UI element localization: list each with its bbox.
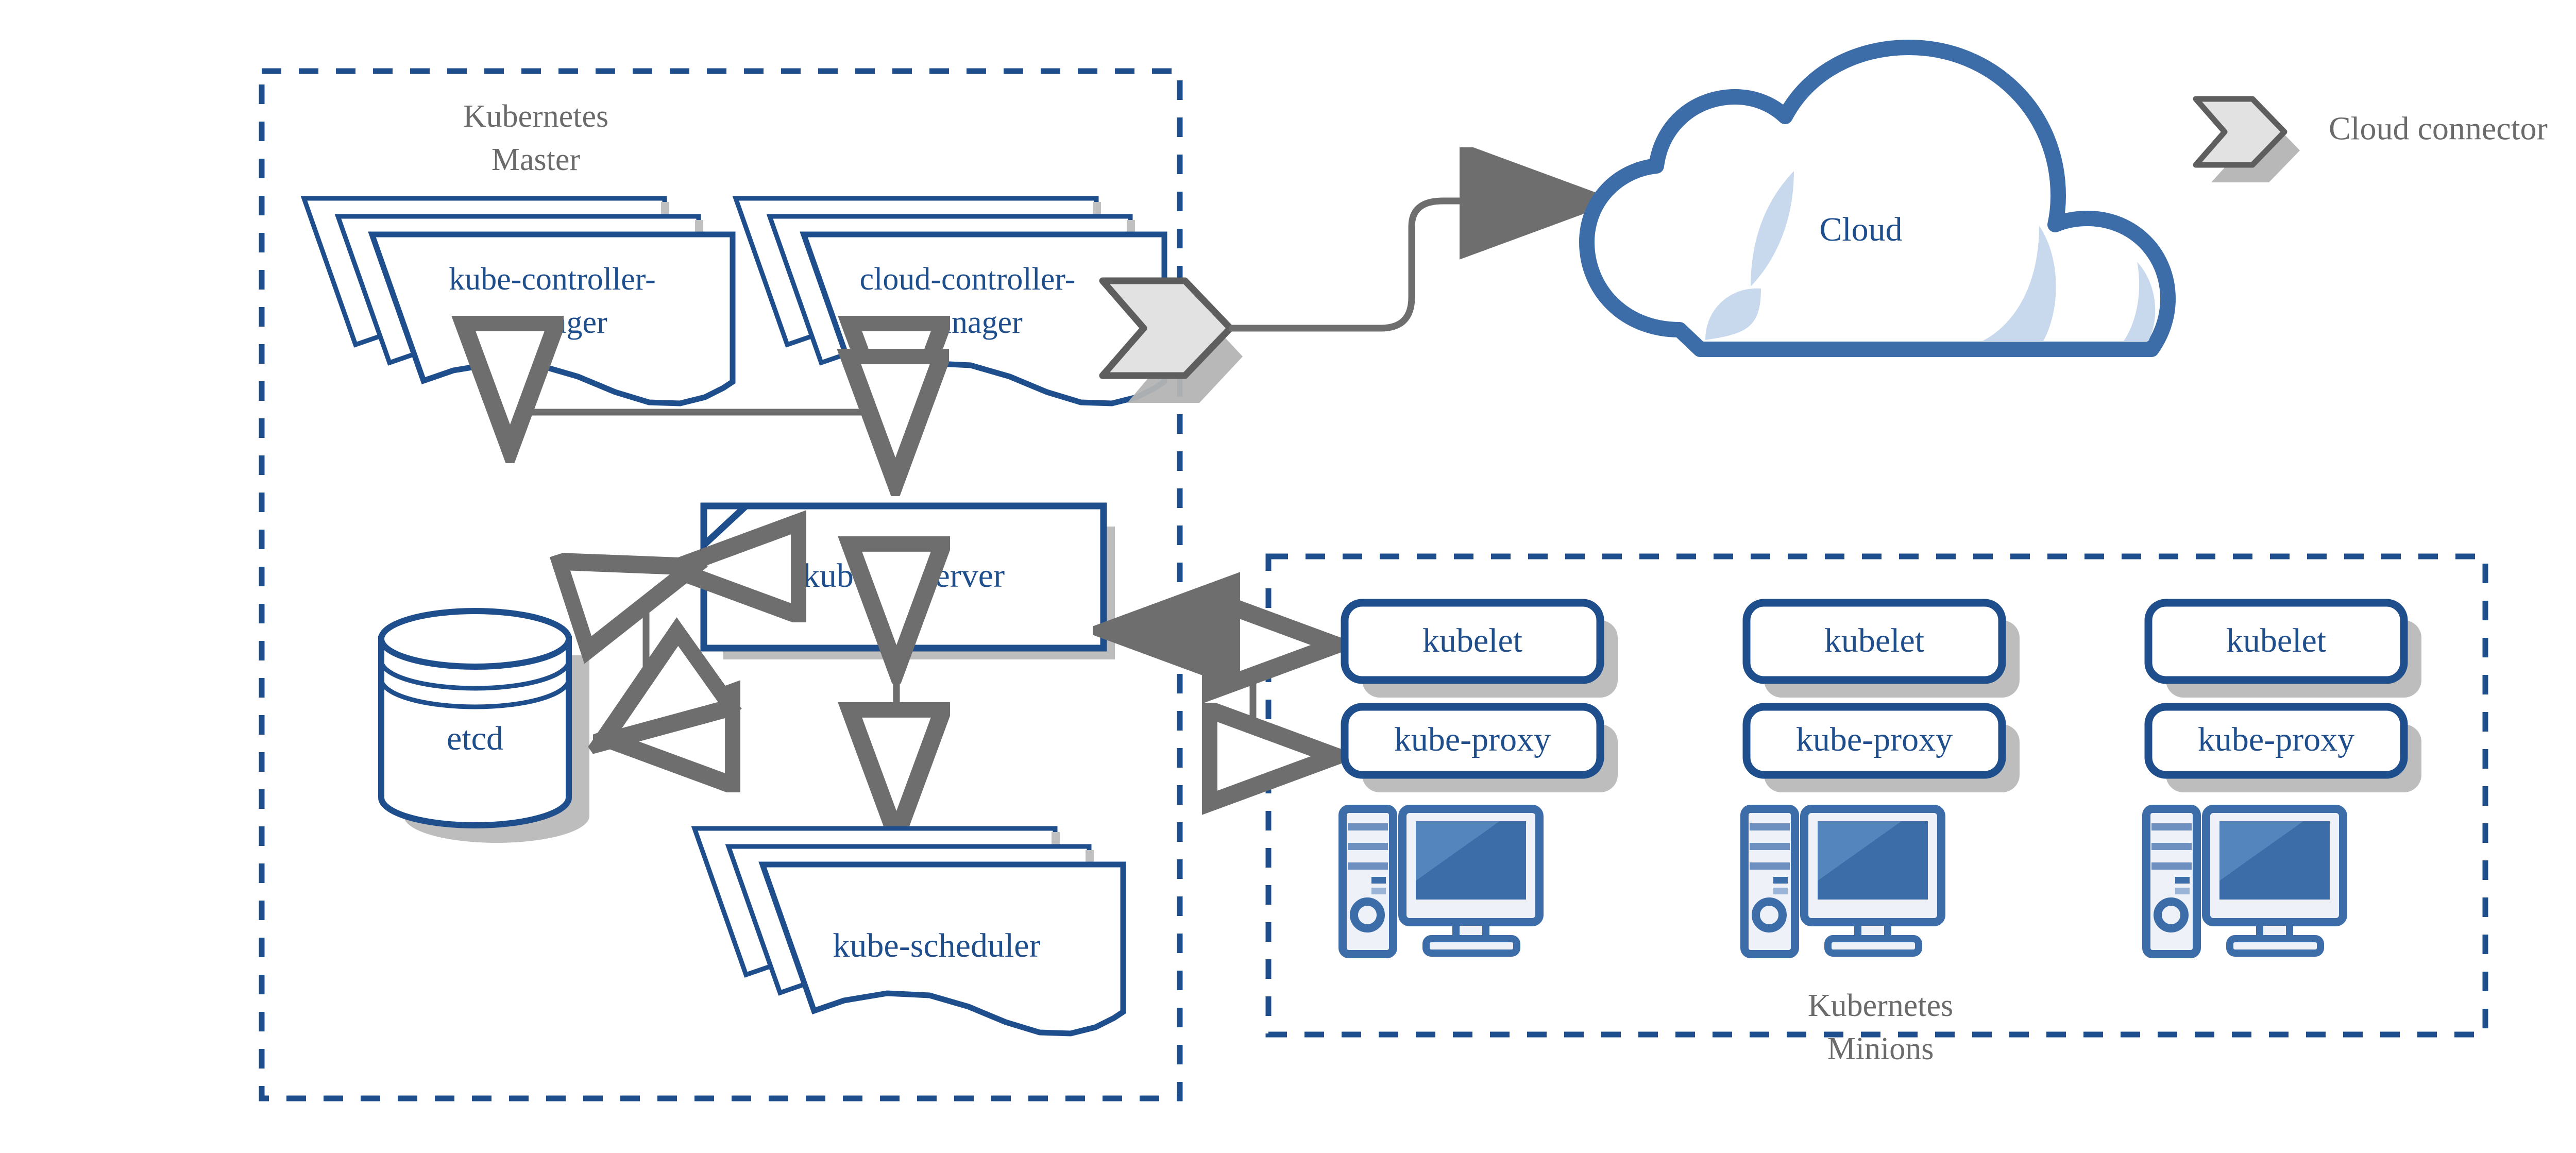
tower-stripe-2 (1750, 843, 1790, 850)
cloud-connector-icon (1099, 277, 1243, 403)
computer-icon (2142, 805, 2347, 958)
arrow-line-cm-bus (506, 409, 900, 462)
kubelet-box[interactable] (1742, 599, 2006, 684)
arrow-to-etcd (607, 711, 646, 739)
minions-title-line1: Kubernetes (1808, 988, 1953, 1023)
etcd-ring-1 (379, 660, 571, 691)
node-cloud[interactable]: Cloud (1579, 40, 2176, 357)
monitor-base (1824, 935, 1922, 957)
kube-scheduler-label: kube-scheduler (833, 927, 1040, 964)
monitor-screen (2219, 821, 2330, 900)
node-cloud-controller-manager[interactable]: cloud-controller- manager (732, 196, 1167, 406)
cloud-shape (1579, 40, 2176, 357)
etcd-top-ellipse (378, 608, 572, 670)
group-kubernetes-master: Kubernetes Master (259, 68, 1183, 1101)
computer-icon (1740, 805, 1945, 958)
tower-led-2 (1371, 888, 1386, 894)
kube-proxy-label: kube-proxy (1394, 721, 1551, 758)
arrow-apiserver-to-kubeproxy (1120, 627, 1329, 756)
tower-led-1 (1773, 877, 1788, 884)
master-dashed-border (259, 68, 1183, 1101)
tower-stripe-2 (2151, 843, 2192, 850)
cloud-accent-1 (1751, 171, 1794, 286)
connector-chevron (1099, 277, 1234, 379)
tower-power-button (1350, 897, 1385, 932)
tower-power-button (2154, 897, 2189, 932)
tower-stripe-3 (2151, 862, 2192, 870)
tower-led-2 (2175, 888, 2190, 894)
doc-sheet-front (758, 861, 1126, 1037)
cloud-controller-manager-label-line2: manager (912, 305, 1023, 340)
monitor-base (2226, 935, 2324, 957)
etcd-label: etcd (447, 720, 503, 757)
tower-power-button (1752, 897, 1787, 932)
computer-icon (1338, 805, 1544, 958)
monitor-base (1422, 935, 1520, 957)
kube-proxy-box[interactable] (1341, 703, 1604, 779)
tower-led-2 (1773, 888, 1788, 894)
legend-label: Cloud connector (2329, 110, 2548, 147)
kube-proxy-label: kube-proxy (2198, 721, 2354, 758)
kube-proxy-box[interactable] (2144, 703, 2408, 779)
master-title-line1: Kubernetes (463, 99, 608, 134)
kube-controller-manager-label-line1: kube-controller- (449, 262, 656, 297)
kubelet-box[interactable] (1341, 599, 1604, 684)
minion-node-1: kubelet kube-proxy (1338, 599, 1618, 958)
arrow-down-to-apiserver (895, 412, 899, 476)
tower-stripe-1 (1750, 823, 1790, 830)
monitor-screen (1416, 821, 1526, 900)
etcd-ring-2 (379, 679, 571, 709)
node-kube-scheduler[interactable]: kube-scheduler (691, 826, 1126, 1037)
kube-proxy-box[interactable] (1742, 703, 2006, 779)
legend-cloud-connector: Cloud connector (2193, 96, 2548, 182)
kubelet-label: kubelet (1422, 622, 1522, 659)
kubelet-box[interactable] (2144, 599, 2408, 684)
tower-stripe-1 (1348, 823, 1388, 830)
kubelet-label: kubelet (2226, 622, 2326, 659)
monitor-screen (1818, 821, 1928, 900)
tower-stripe-3 (1750, 862, 1790, 870)
tower-stripe-1 (2151, 823, 2192, 830)
kube-controller-manager-label-line2: manager (497, 305, 607, 340)
kube-proxy-label: kube-proxy (1796, 721, 1953, 758)
group-kubernetes-minions: Kubernetes Minions (1265, 553, 2488, 1066)
tower-led-1 (2175, 877, 2190, 884)
node-kube-apiserver[interactable]: kube-apiserver (700, 502, 1115, 659)
tower-stripe-2 (1348, 843, 1388, 850)
minions-title-line2: Minions (1827, 1031, 1934, 1066)
minions-dashed-border (1265, 553, 2488, 1038)
cloud-accent-4 (2124, 262, 2156, 341)
cloud-accent-2 (1705, 288, 1761, 340)
kube-apiserver-label: kube-apiserver (803, 557, 1005, 595)
arrow-apiserver-to-kubelet (1253, 645, 1329, 657)
tower-stripe-3 (1348, 862, 1388, 870)
tower-led-1 (1371, 877, 1386, 884)
cloud-label: Cloud (1819, 211, 1902, 248)
arrow-to-apiserver-left (646, 569, 687, 582)
cloud-controller-manager-label-line1: cloud-controller- (860, 262, 1076, 297)
legend-connector-chevron-icon (2193, 96, 2287, 168)
node-etcd[interactable]: etcd (378, 608, 589, 843)
arrow-ccm-to-cloud (1229, 201, 1587, 332)
minion-node-2: kubelet kube-proxy (1740, 599, 2020, 958)
cloud-accent-3 (1982, 226, 2056, 341)
master-title-line2: Master (492, 142, 581, 177)
node-kube-controller-manager[interactable]: kube-controller- manager (300, 196, 736, 406)
minion-node-3: kubelet kube-proxy (2142, 599, 2421, 958)
kubelet-label: kubelet (1824, 622, 1924, 659)
